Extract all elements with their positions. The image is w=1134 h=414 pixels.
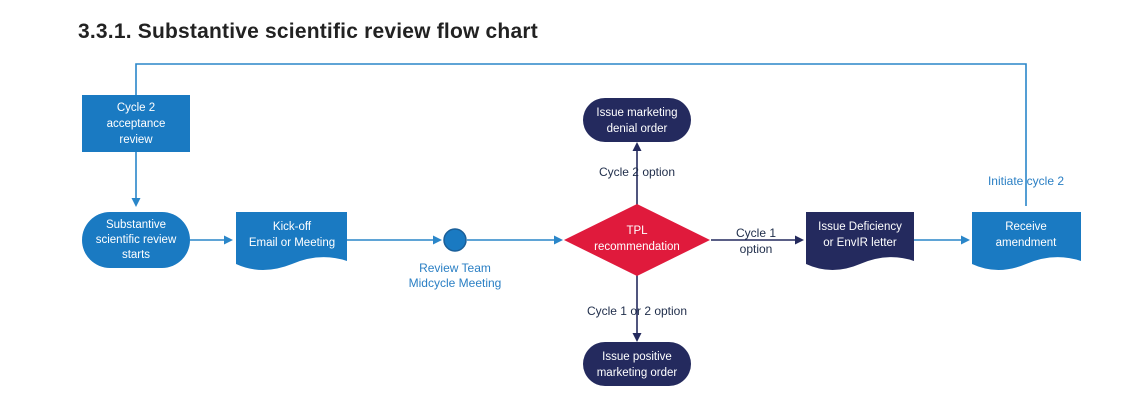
edge-labels: Cycle 2 option Cycle 1 or 2 option Cycle…: [587, 165, 1064, 318]
node-midcycle-line1: Review Team: [419, 261, 491, 275]
node-denial-line1: Issue marketing: [596, 107, 677, 119]
label-cycle1-option-line1: Cycle 1: [736, 226, 776, 240]
node-review-starts-line3: starts: [122, 249, 150, 261]
node-review-starts-line1: Substantive: [106, 219, 166, 231]
node-kickoff-line1: Kick-off: [273, 221, 312, 233]
node-receive-amendment: Receive amendment: [972, 212, 1081, 270]
connectors: [131, 63, 1027, 342]
node-kickoff-line2: Email or Meeting: [249, 237, 335, 249]
node-midcycle-line2: Midcycle Meeting: [409, 276, 502, 290]
node-review-starts-line2: scientific review: [96, 234, 177, 246]
node-review-starts: Substantive scientific review starts: [82, 212, 190, 268]
node-denial-line2: denial order: [607, 123, 668, 135]
node-cycle2-acceptance-line3: review: [119, 134, 153, 146]
node-positive-line1: Issue positive: [602, 351, 672, 363]
node-tpl-line2: recommendation: [594, 241, 680, 253]
loop-connector: [135, 63, 1027, 206]
node-cycle2-acceptance-line1: Cycle 2: [117, 102, 155, 114]
node-amendment-line2: amendment: [996, 237, 1058, 249]
label-initiate-cycle2: Initiate cycle 2: [988, 174, 1064, 188]
label-cycle1-option-line2: option: [740, 242, 773, 256]
page-title: 3.3.1. Substantive scientific review flo…: [78, 20, 538, 43]
node-tpl-decision: TPL recommendation: [564, 204, 710, 276]
node-deficiency-line1: Issue Deficiency: [818, 221, 902, 233]
node-cycle2-acceptance-line2: acceptance: [107, 118, 166, 130]
node-positive-line2: marketing order: [597, 367, 678, 379]
node-positive-order: Issue positive marketing order: [583, 342, 691, 386]
label-cycle12-option: Cycle 1 or 2 option: [587, 304, 687, 318]
node-tpl-line1: TPL: [626, 225, 648, 237]
label-cycle2-option: Cycle 2 option: [599, 165, 675, 179]
node-amendment-line1: Receive: [1005, 221, 1047, 233]
node-kickoff: Kick-off Email or Meeting: [236, 212, 347, 270]
node-deficiency-line2: or EnvIR letter: [823, 237, 897, 249]
node-cycle2-acceptance: Cycle 2 acceptance review: [82, 95, 190, 152]
node-deficiency-letter: Issue Deficiency or EnvIR letter: [806, 212, 914, 270]
node-denial-order: Issue marketing denial order: [583, 98, 691, 142]
node-midcycle: Review Team Midcycle Meeting: [409, 228, 502, 290]
